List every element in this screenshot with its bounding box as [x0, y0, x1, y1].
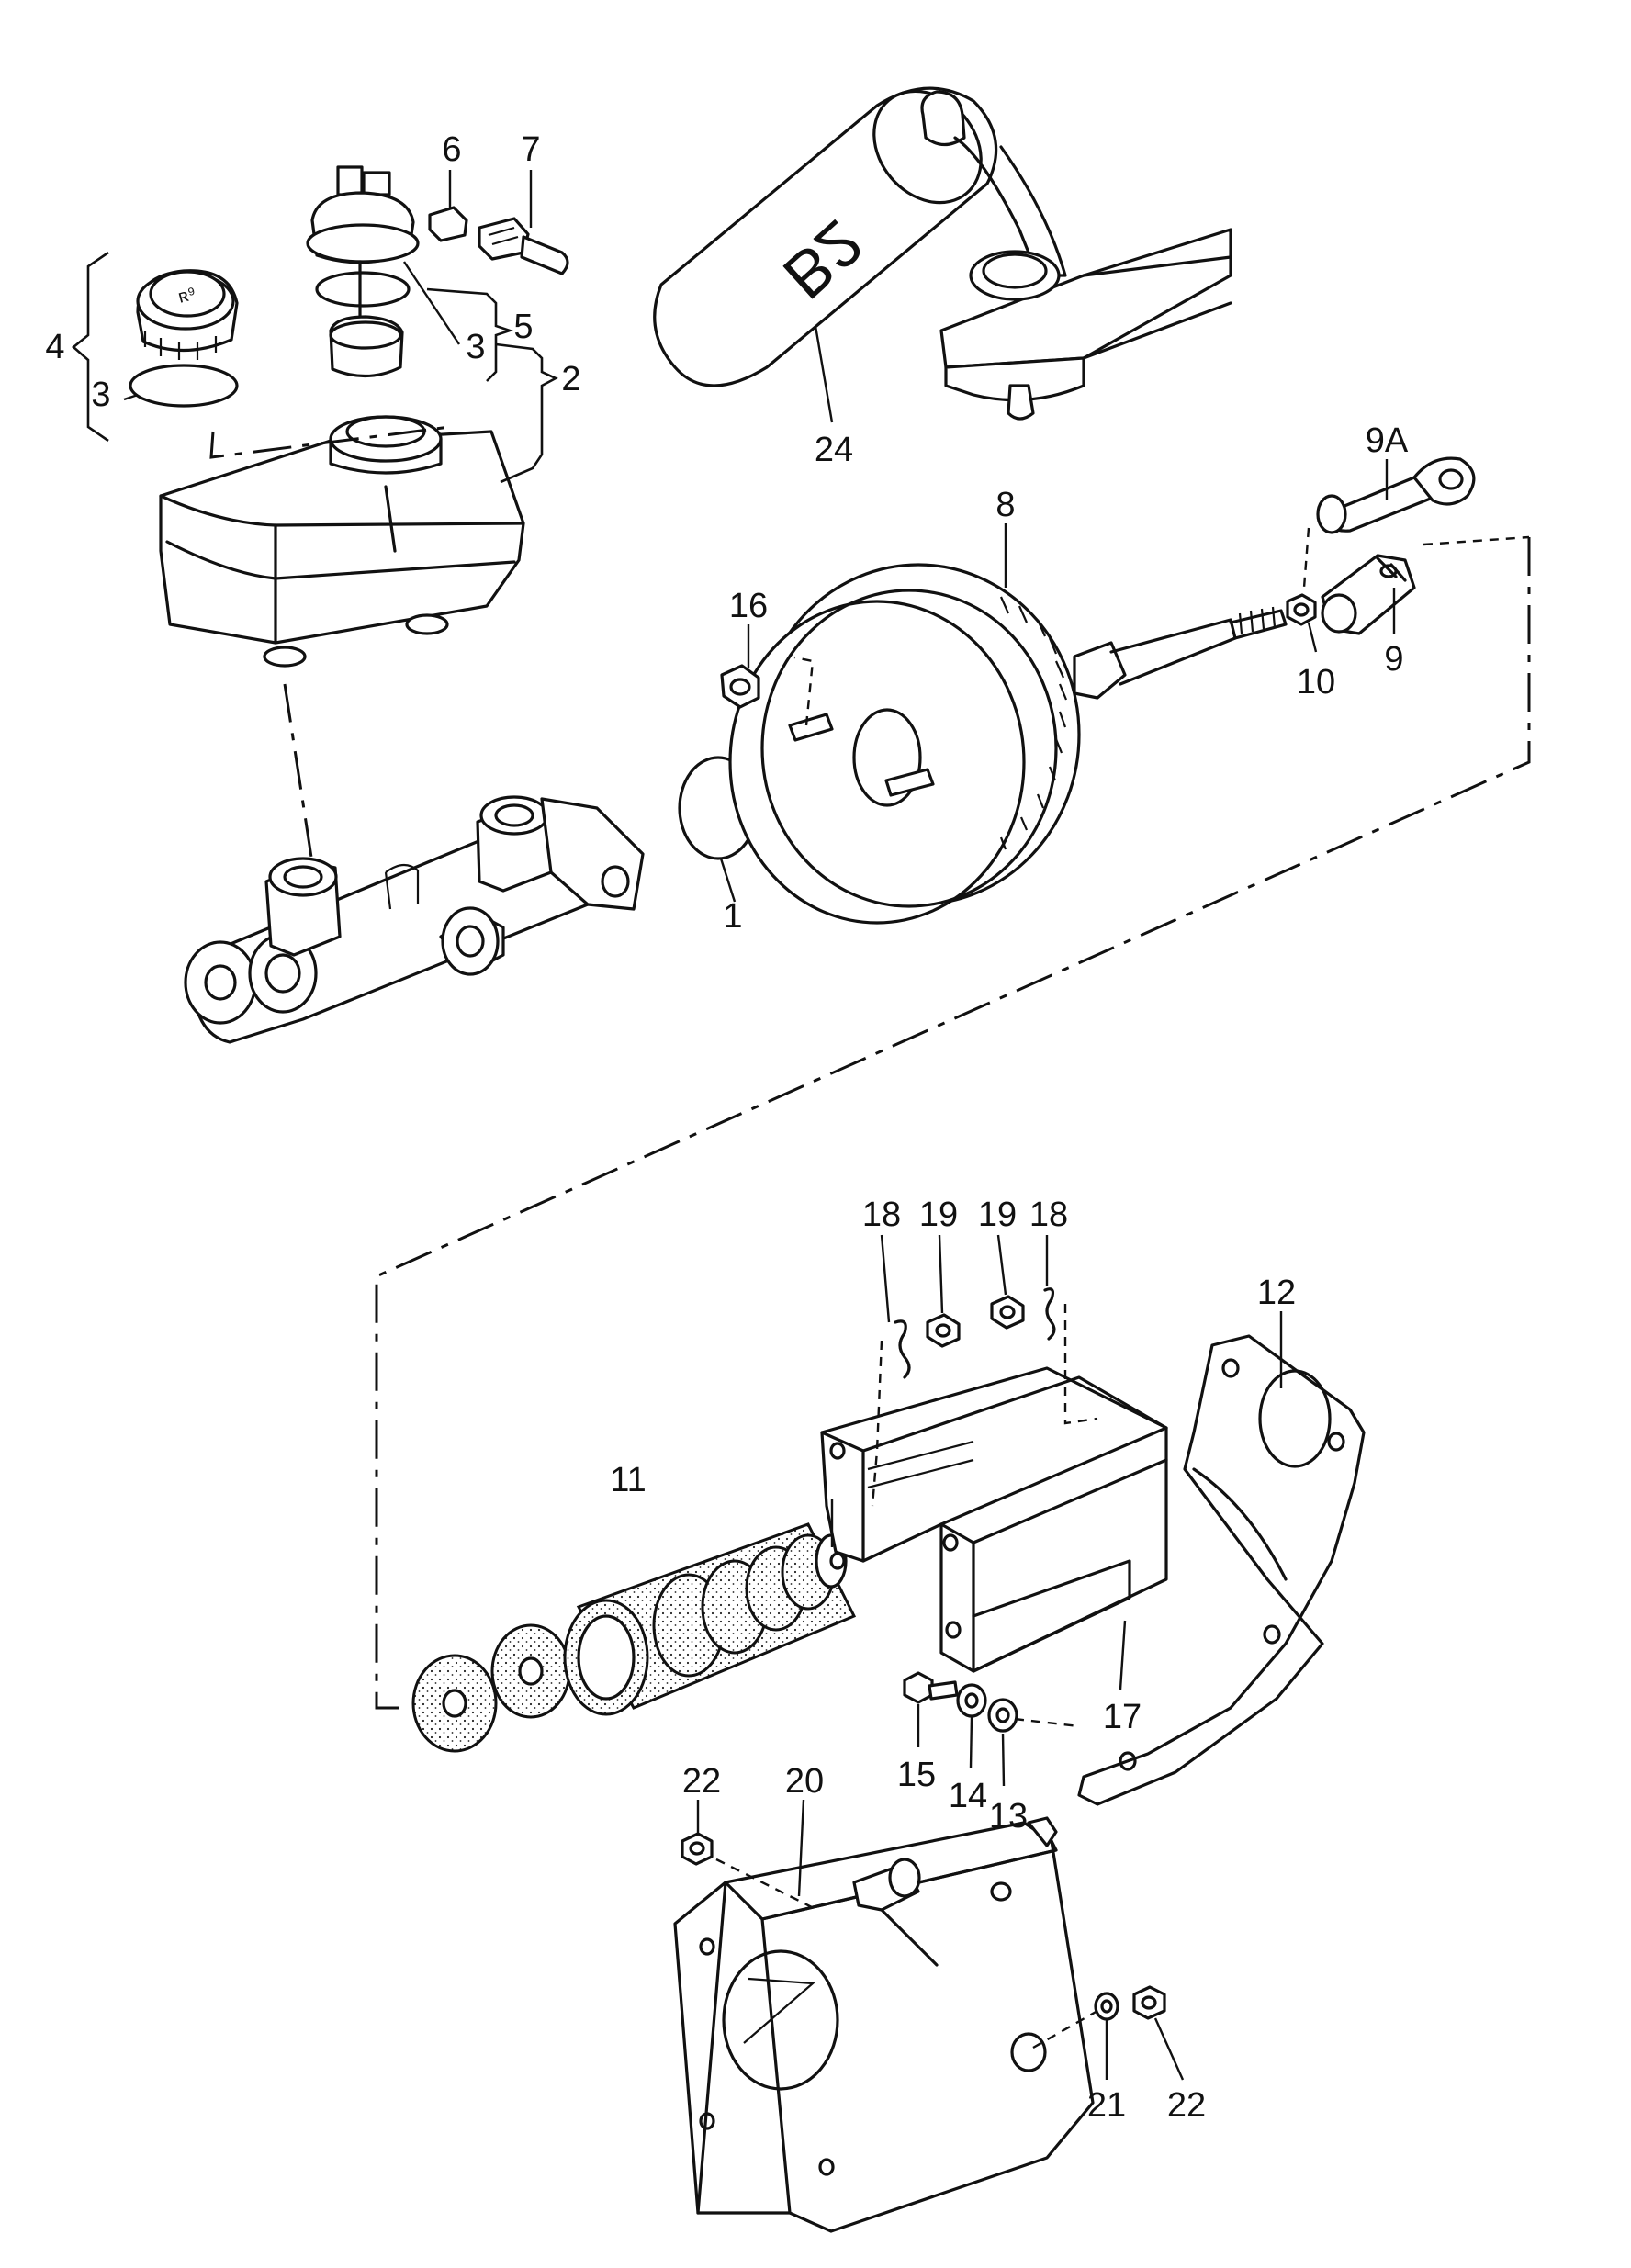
clevis-9: [1321, 554, 1416, 635]
seal-ring-3a: [129, 364, 239, 408]
rubber-boot-11: [563, 1522, 857, 1716]
callout-17: 17: [1103, 1698, 1142, 1736]
callout-4: 4: [45, 328, 64, 366]
callout-3b: 3: [466, 328, 485, 366]
nut-16: [720, 664, 760, 709]
callout-9: 9: [1384, 640, 1403, 679]
callout-22b: 22: [1167, 2086, 1206, 2125]
callout-10: 10: [1297, 663, 1335, 702]
assembly-lines: [209, 425, 1531, 2049]
callout-24: 24: [815, 431, 853, 469]
brace-5: [426, 287, 514, 382]
callout-15: 15: [897, 1756, 936, 1794]
brace-2: [495, 342, 558, 484]
callout-19b: 19: [978, 1196, 1017, 1234]
callout-9a: 9A: [1366, 421, 1409, 460]
fluid-reservoir: [159, 415, 525, 668]
rod-end-9a: [1316, 456, 1476, 534]
nut-22b: [1132, 1985, 1166, 2020]
callout-5: 5: [513, 308, 533, 346]
nut-22a: [681, 1832, 714, 1866]
connector-plug-7: [478, 217, 569, 275]
callout-21: 21: [1087, 2086, 1126, 2125]
callout-3a: 3: [91, 376, 110, 414]
seal-washer-a: [411, 1654, 498, 1753]
mounting-plate-12: [1077, 1334, 1366, 1806]
reservoir-cap: ʀ⁹: [136, 269, 239, 360]
leader-lines: [123, 170, 1396, 2081]
nut-10: [1286, 593, 1317, 626]
bolt-15: [903, 1671, 959, 1704]
brace-4: [71, 251, 109, 443]
clip-18b: [1043, 1287, 1056, 1341]
level-sender-assembly: [306, 165, 420, 378]
callout-18a: 18: [862, 1196, 901, 1234]
bracket-17: [820, 1366, 1168, 1673]
callout-16: 16: [729, 587, 768, 625]
connector-6: [428, 206, 468, 242]
callout-20: 20: [785, 1762, 824, 1801]
callout-14: 14: [949, 1777, 987, 1815]
lock-washer-14: [956, 1683, 987, 1718]
nut-19b: [990, 1295, 1025, 1330]
master-cylinder: [184, 795, 645, 1044]
callout-12: 12: [1257, 1274, 1296, 1312]
callout-19a: 19: [919, 1196, 958, 1234]
callout-18b: 18: [1029, 1196, 1068, 1234]
clip-18a: [894, 1319, 911, 1379]
callout-13: 13: [989, 1797, 1028, 1836]
callout-2: 2: [561, 360, 580, 399]
housing-20: [673, 1816, 1095, 2233]
callout-22a: 22: [682, 1762, 721, 1801]
callout-7: 7: [521, 130, 540, 169]
washer-13: [987, 1698, 1018, 1733]
callout-11: 11: [610, 1461, 646, 1499]
callout-8: 8: [995, 486, 1015, 524]
callout-6: 6: [442, 130, 461, 169]
filling-reservoir: [939, 228, 1232, 421]
seal-washer-b: [490, 1623, 571, 1719]
callout-1: 1: [723, 897, 742, 936]
washer-21: [1094, 1992, 1119, 2021]
brake-booster: [728, 563, 1288, 925]
nut-19a: [926, 1313, 961, 1348]
